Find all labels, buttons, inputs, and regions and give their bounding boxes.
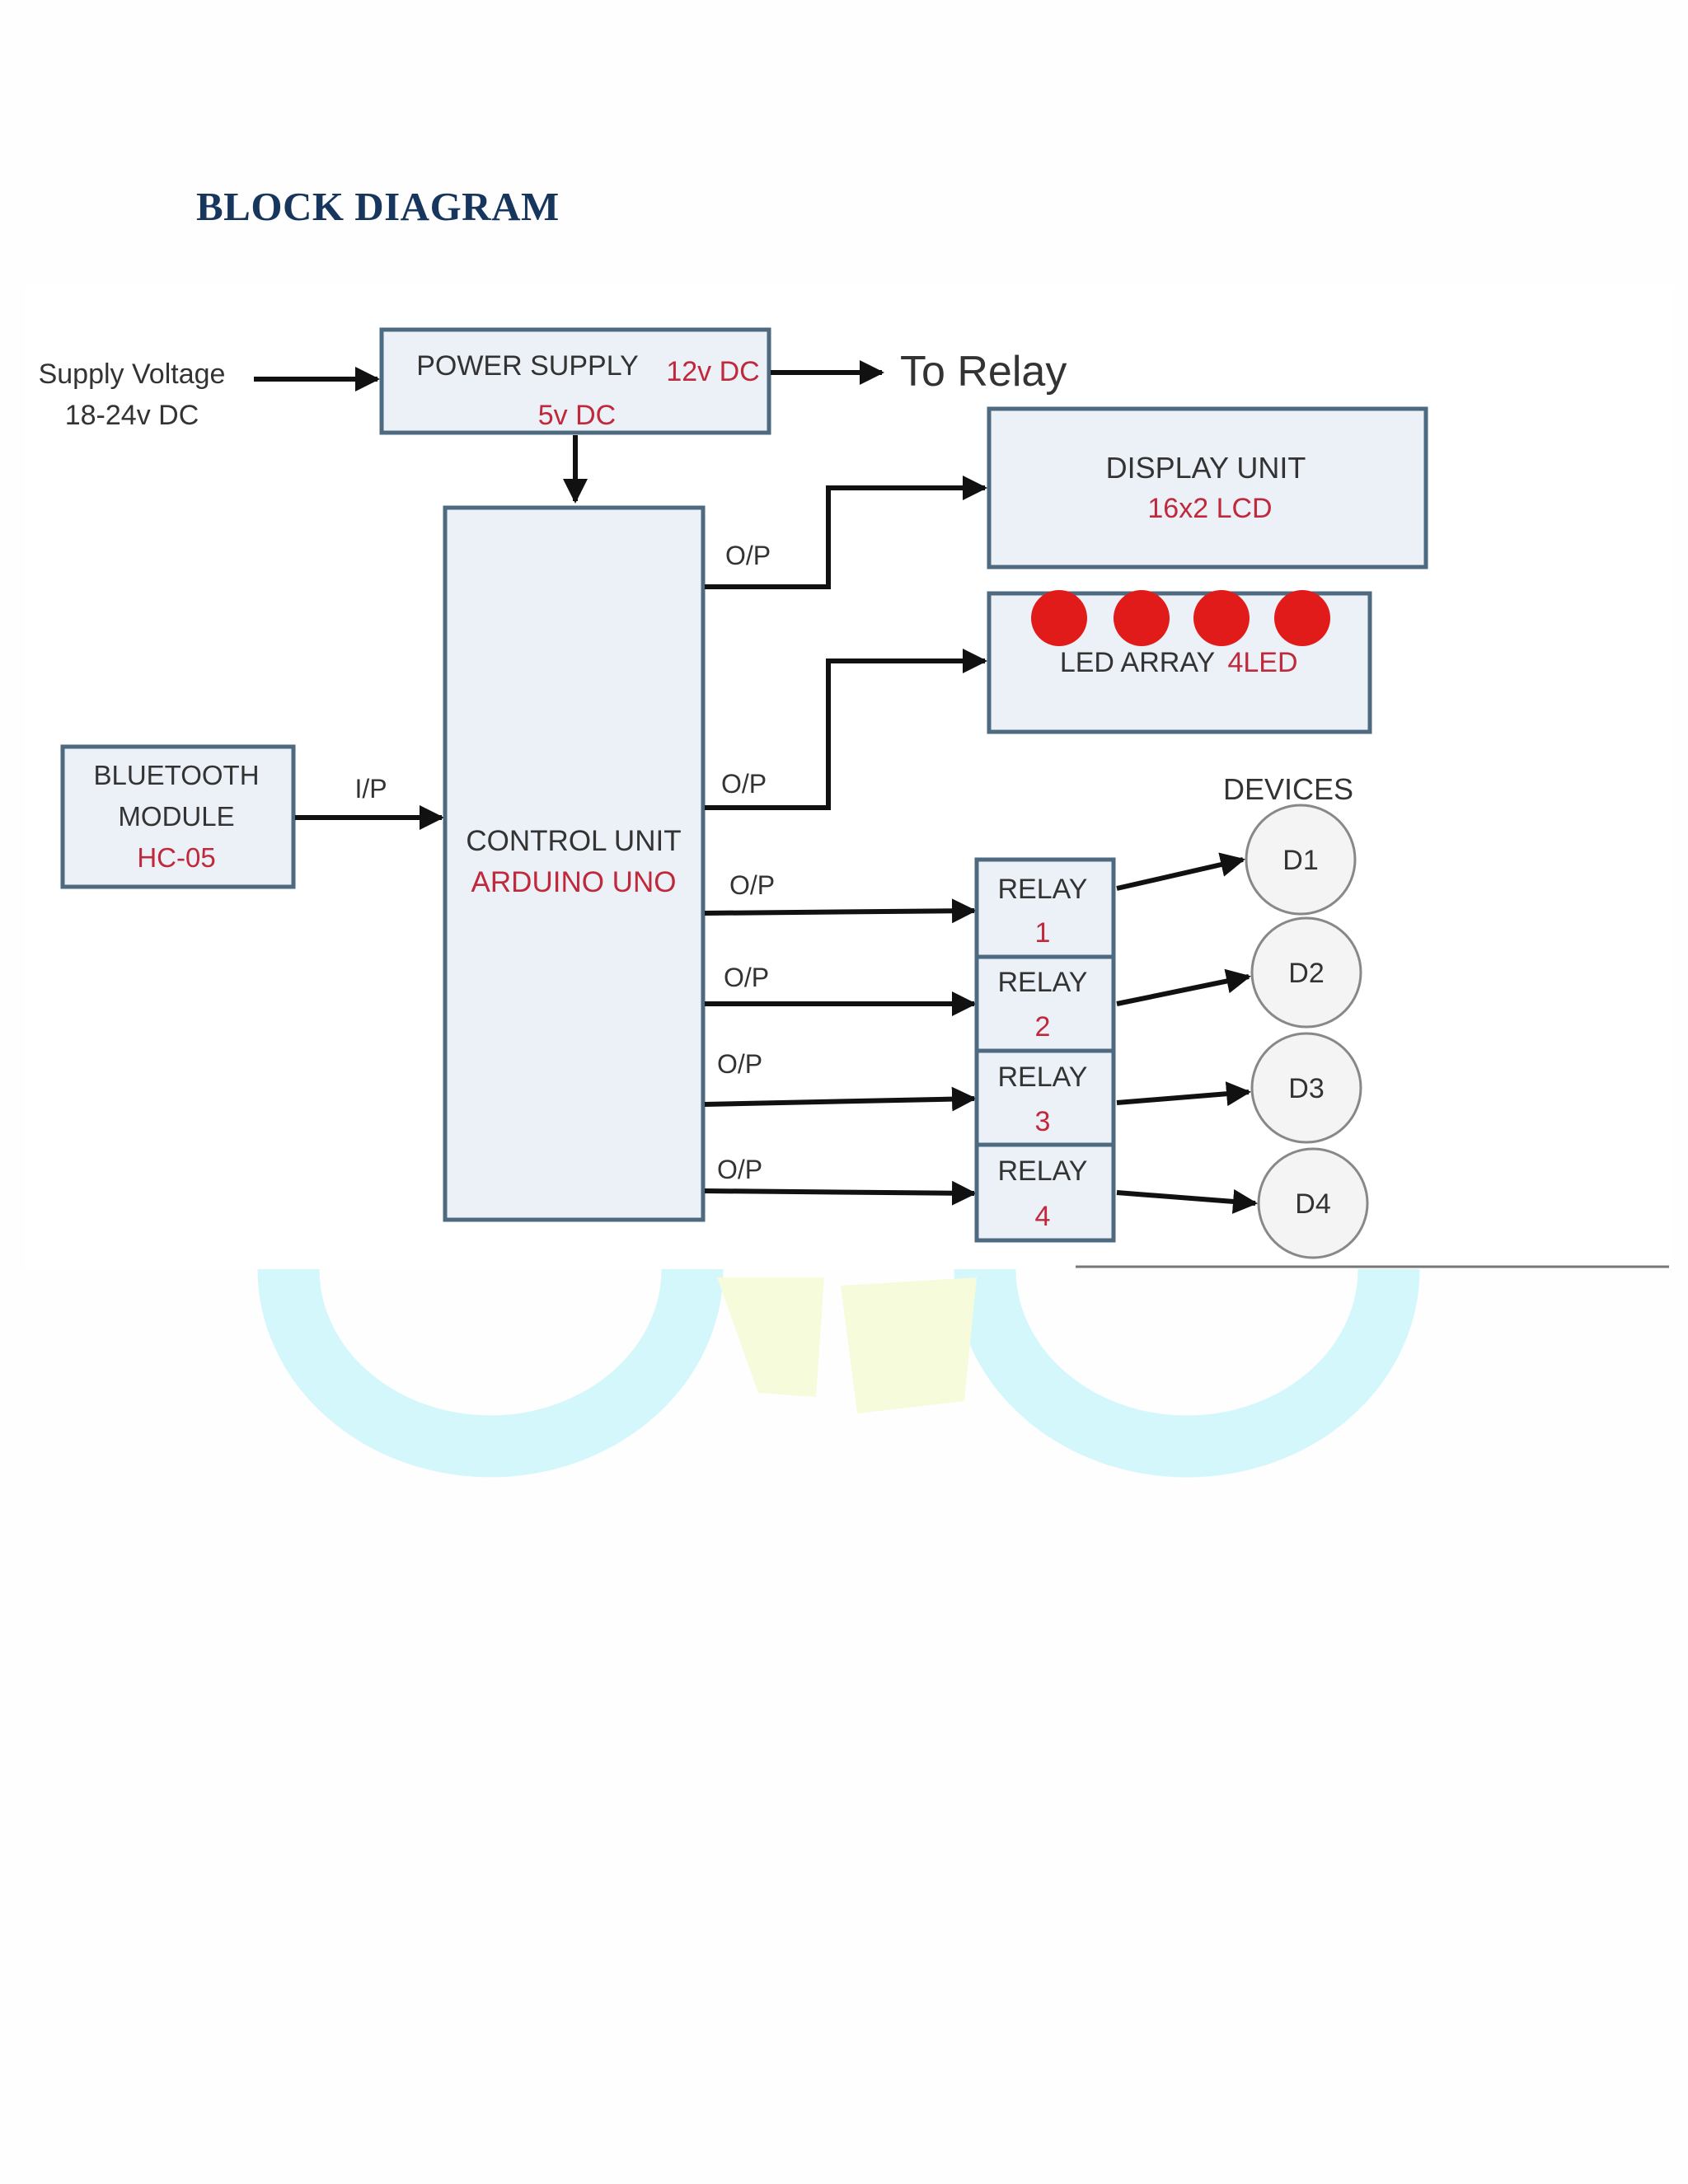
relay-2-to-d2-arrow <box>1116 968 1251 1006</box>
relay-4-output-wire <box>704 1180 977 1206</box>
display-output-wire <box>705 476 987 589</box>
relay-4-output-label: O/P <box>717 1155 762 1184</box>
relay-1-output-wire <box>704 898 977 924</box>
relay-2-output-label: O/P <box>724 963 769 992</box>
bluetooth-line2: MODULE <box>118 801 234 832</box>
led-array-title: LED ARRAY <box>1060 647 1215 678</box>
power-supply-title: POWER SUPPLY <box>416 350 639 382</box>
input-label: I/P <box>354 774 387 804</box>
display-unit-lcd: 16x2 LCD <box>1147 493 1272 524</box>
device-d4-circle <box>1257 1147 1369 1259</box>
power-supply-12v: 12v DC <box>666 356 759 387</box>
relay-3-output-wire <box>704 1086 977 1112</box>
relay-2-number: 2 <box>1035 1011 1051 1043</box>
to-relay-label: To Relay <box>900 348 1067 396</box>
bluetooth-line1: BLUETOOTH <box>93 760 259 790</box>
relay-1-number: 1 <box>1035 917 1051 949</box>
relay-1-label: RELAY <box>998 874 1088 905</box>
relay-1-box <box>974 857 1116 959</box>
supply-voltage-label: Supply Voltage <box>39 359 226 390</box>
control-unit-box <box>443 505 706 1222</box>
page-title: BLOCK DIAGRAM <box>196 184 560 229</box>
device-d2-label: D2 <box>1288 958 1324 989</box>
led-array-count: 4LED <box>1227 647 1297 678</box>
relay-4-to-d4-arrow <box>1116 1188 1258 1214</box>
devices-title: DEVICES <box>1223 772 1353 806</box>
bluetooth-box <box>60 744 296 889</box>
relay-3-output-label: O/P <box>717 1049 762 1079</box>
relay-2-label: RELAY <box>998 967 1088 998</box>
supply-voltage-range: 18-24v DC <box>65 400 199 431</box>
control-unit-board: ARDUINO UNO <box>471 866 677 898</box>
display-unit-box <box>987 406 1428 569</box>
device-d4-label: D4 <box>1295 1188 1330 1220</box>
device-d3-label: D3 <box>1288 1073 1324 1104</box>
relay-3-to-d3-arrow <box>1116 1081 1251 1107</box>
device-d3-circle <box>1250 1032 1362 1144</box>
watermark <box>257 1268 1420 1478</box>
led-3 <box>1193 590 1250 646</box>
relay-4-label: RELAY <box>998 1155 1088 1187</box>
device-d2-circle <box>1250 916 1362 1029</box>
device-d1-circle <box>1245 804 1357 916</box>
relay-3-number: 3 <box>1035 1106 1051 1137</box>
relay-4-number: 4 <box>1035 1201 1051 1232</box>
power-supply-box <box>379 327 771 435</box>
power-supply-5v: 5v DC <box>538 400 616 431</box>
relay-1-to-d1-arrow <box>1116 852 1245 891</box>
relay-3-label: RELAY <box>998 1062 1088 1093</box>
led-output-label: O/P <box>721 769 767 799</box>
led-1 <box>1031 590 1087 646</box>
led-2 <box>1114 590 1170 646</box>
display-output-label: O/P <box>725 541 771 570</box>
display-unit-title: DISPLAY UNIT <box>1106 451 1306 485</box>
control-unit-title: CONTROL UNIT <box>466 825 681 857</box>
relay-1-output-label: O/P <box>729 870 775 900</box>
device-d1-label: D1 <box>1282 845 1318 876</box>
led-output-wire <box>705 649 987 810</box>
relay-4-box <box>974 1142 1116 1243</box>
bluetooth-model: HC-05 <box>137 842 215 873</box>
led-4 <box>1274 590 1330 646</box>
